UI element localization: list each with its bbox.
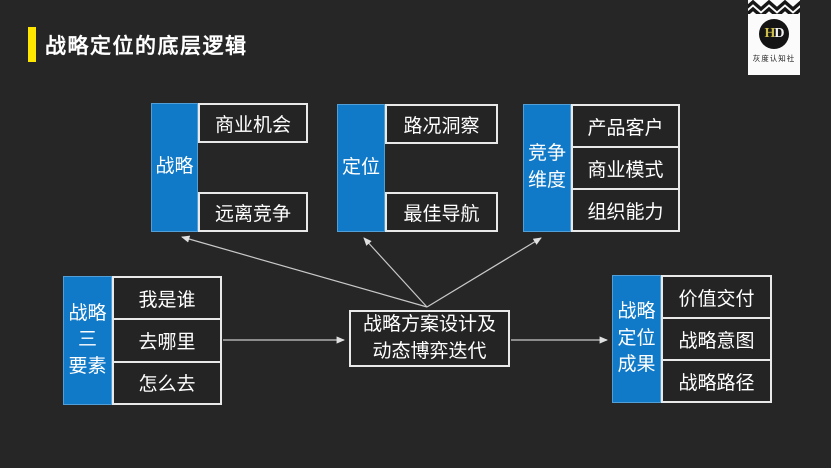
diagram-cell-strategic-path: 战略路径 <box>661 359 772 403</box>
group-three-elements-label: 战略 三 要素 <box>63 276 112 405</box>
slide-title-block: 战略定位的底层逻辑 <box>28 27 248 62</box>
logo-monogram-d: D <box>774 26 784 41</box>
logo-chevron-pattern <box>748 0 800 14</box>
group-positioning-results-label: 战略 定位 成果 <box>612 275 661 403</box>
group-positioning-items: 路况洞察 最佳导航 <box>385 104 498 232</box>
diagram-cell-where-to-go: 去哪里 <box>112 318 222 363</box>
diagram-cell-best-navigation: 最佳导航 <box>385 192 498 232</box>
diagram-cell-who-am-i: 我是谁 <box>112 276 222 321</box>
logo-name: 灰度认知社 <box>752 54 796 63</box>
group-three-elements-items: 我是谁 去哪里 怎么去 <box>112 276 222 405</box>
group-strategy-items: 商业机会 远离竞争 <box>198 103 308 232</box>
group-positioning-results-items: 价值交付 战略意图 战略路径 <box>661 275 772 403</box>
diagram-cell-road-insight: 路况洞察 <box>385 104 498 144</box>
arrow-center-to-positioning <box>363 237 428 308</box>
diagram-cell-product-customer: 产品客户 <box>571 104 680 148</box>
logo-monogram-icon: H D <box>759 19 789 49</box>
title-accent-bar <box>28 27 36 62</box>
diagram-cell-how-to-go: 怎么去 <box>112 360 222 405</box>
diagram-cell-strategic-intent: 战略意图 <box>661 317 772 361</box>
group-positioning-label: 定位 <box>337 104 385 232</box>
diagram-cell-value-delivery: 价值交付 <box>661 275 772 319</box>
page-title: 战略定位的底层逻辑 <box>45 34 248 58</box>
arrow-center-to-competition-dimension <box>426 237 542 308</box>
logo-monogram-h: H <box>764 26 775 41</box>
diagram-cell-business-model: 商业模式 <box>571 146 680 190</box>
center-process-box: 战略方案设计及 动态博弈迭代 <box>349 310 510 367</box>
group-strategy-label: 战略 <box>151 103 198 232</box>
diagram-cell-org-capability: 组织能力 <box>571 188 680 232</box>
diagram-cell-away-from-competition: 远离竞争 <box>198 192 308 232</box>
diagram-cell-business-opportunity: 商业机会 <box>198 103 308 143</box>
brand-logo: H D 灰度认知社 <box>748 0 800 75</box>
group-competition-dimension-items: 产品客户 商业模式 组织能力 <box>571 104 680 232</box>
group-competition-dimension-label: 竞争 维度 <box>523 104 571 232</box>
